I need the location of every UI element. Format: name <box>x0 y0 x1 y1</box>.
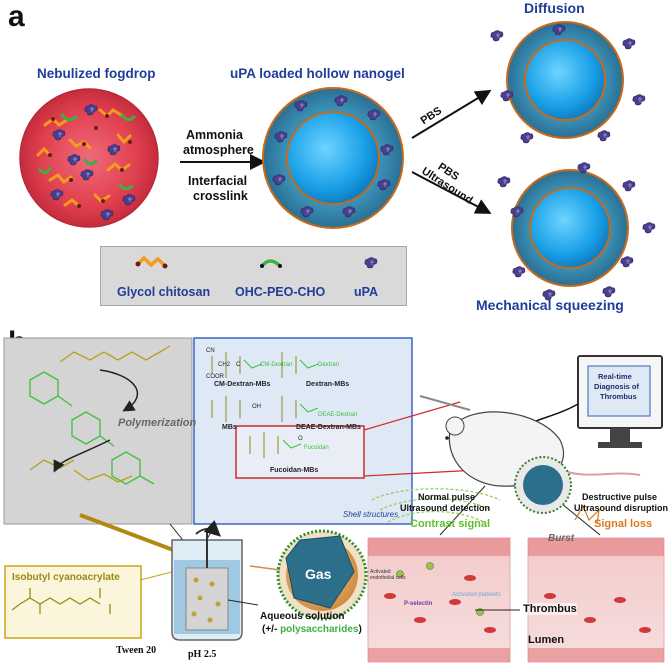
chem-ch2: CH2 <box>218 362 231 368</box>
chem-coor: COOR <box>206 374 224 380</box>
branch-arrow-down <box>411 171 492 214</box>
aqueous-line2: (+/- polysaccharides) <box>262 624 362 635</box>
mechanical-squeezing-label: Mechanical squeezing <box>476 297 624 313</box>
legend-box <box>100 246 407 306</box>
fucoidan-highlight-box <box>235 425 365 479</box>
monitor-line2: Diagnosis of <box>594 382 640 391</box>
aqueous-green: polysaccharides <box>280 624 359 635</box>
aqueous-suffix: ) <box>358 624 362 635</box>
lumen-label: Lumen <box>528 634 565 646</box>
destructive-line1: Destructive pulse <box>582 492 658 502</box>
signal-loss-label: Signal loss <box>594 518 653 530</box>
activated-endothelial-label: Activated endothelial cells <box>370 569 406 581</box>
burst-microbubble <box>514 456 572 514</box>
shell-item-fucoidan: Fucoidan-MBs <box>270 467 319 474</box>
aqueous-line1: Aqueous solution <box>260 611 345 622</box>
polymerization-label: Polymerization <box>118 417 197 429</box>
chem-c: C <box>236 362 241 368</box>
monitor-line1: Real-time <box>598 372 632 381</box>
nanogel-title: uPA loaded hollow nanogel <box>230 66 405 81</box>
mouse-to-vessel-line-left <box>439 485 486 536</box>
normal-pulse-line1: Normal pulse <box>418 492 476 502</box>
arrow-label-crosslink: crosslink <box>193 189 248 203</box>
group-deae-dextran: DEAE-Dextran <box>318 412 358 418</box>
ph-label: pH 2.5 <box>188 649 217 660</box>
legend-icons <box>135 255 378 269</box>
shell-item-cm-dextran: CM-Dextran-MBs <box>214 381 271 388</box>
legend-glycol-chitosan: Glycol chitosan <box>117 285 211 299</box>
legend-upa: uPA <box>354 285 379 299</box>
gas-microbubble <box>276 529 368 621</box>
group-cm-dextran: CM-Dextran <box>260 362 293 368</box>
group-dextran: Dextran <box>318 362 340 368</box>
isobutyl-label: Isobutyl cyanoacrylate <box>12 572 120 583</box>
shell-item-mbs: MBs <box>222 424 237 431</box>
monitor <box>577 355 663 448</box>
thrombus-label: Thrombus <box>523 603 577 615</box>
arrow-label-ammonia: Ammonia <box>186 128 243 142</box>
aqueous-prefix: (+/- <box>262 624 281 635</box>
arrow-label-interfacial: Interfacial <box>188 174 248 188</box>
normal-pulse-line2: Ultrasound detection <box>400 503 491 513</box>
nanogel-center <box>262 87 404 229</box>
fogdrop <box>19 88 159 228</box>
shell-item-deae-dextran: DEAE-Dextran-MBs <box>296 424 361 431</box>
activated-platelets-label: Activated platelets <box>452 592 501 598</box>
contrast-signal-label: Contrast signal <box>410 518 491 530</box>
beaker <box>171 520 259 641</box>
gas-label: Gas <box>305 566 332 582</box>
panel-a-letter: a <box>8 0 25 33</box>
fogdrop-title: Nebulized fogdrop <box>37 66 156 81</box>
tween-label: Tween 20 <box>116 645 157 656</box>
monitor-line3: Thrombus <box>600 392 637 401</box>
nanogel-diffusion <box>490 21 646 144</box>
shell-structures-label: Shell structures <box>343 510 399 519</box>
shell-item-dextran: Dextran-MBs <box>306 381 350 388</box>
vessel-left <box>367 488 511 663</box>
chem-cn: CN <box>206 348 215 354</box>
polymerization-box <box>3 337 193 525</box>
legend-ohc-peo-cho: OHC-PEO-CHO <box>235 285 326 299</box>
vessel-right <box>527 504 665 663</box>
nanogel-squeezing <box>497 162 656 301</box>
chem-o: O <box>298 436 303 442</box>
group-fucoidan: Fucoidan <box>304 445 329 451</box>
destructive-line2: Ultrasound disruption <box>574 503 668 513</box>
arrow-label-atmosphere: atmosphere <box>183 143 254 157</box>
isobutyl-box <box>4 565 142 639</box>
pselectin-label: P-selectin <box>404 601 433 607</box>
group-oh: OH <box>252 404 261 410</box>
burst-label: Burst <box>548 533 575 544</box>
diffusion-label: Diffusion <box>524 0 585 16</box>
branch-arrow-up <box>411 89 492 139</box>
